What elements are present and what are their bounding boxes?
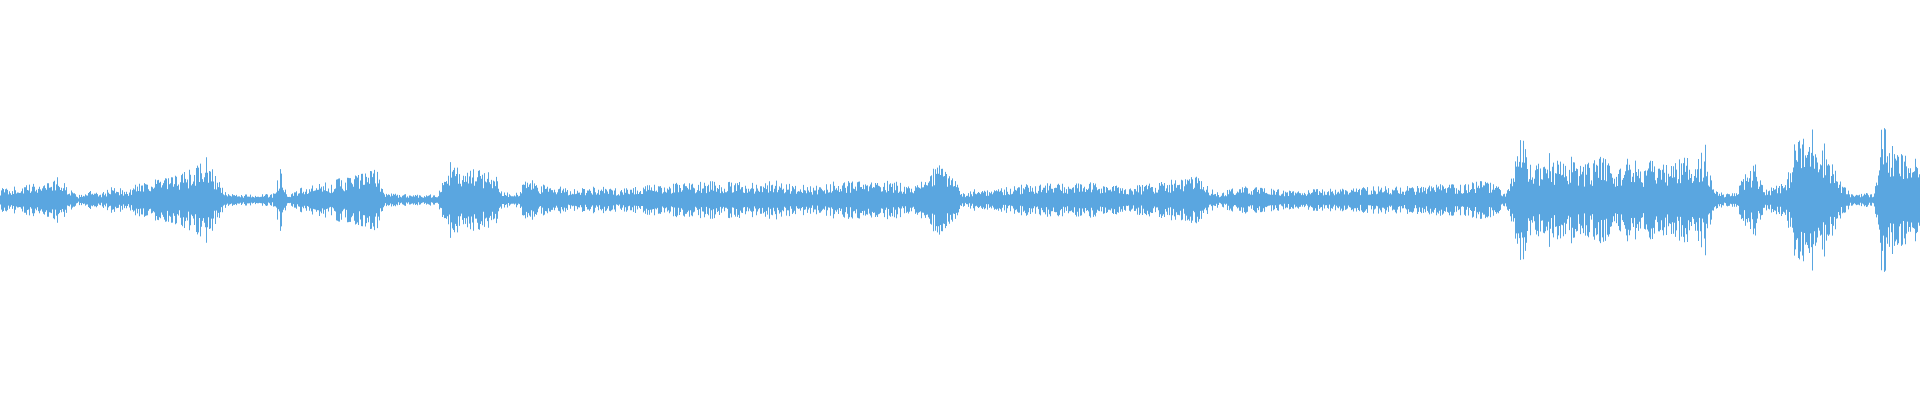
waveform-trace <box>0 128 1920 272</box>
waveform-bars <box>0 128 1920 272</box>
